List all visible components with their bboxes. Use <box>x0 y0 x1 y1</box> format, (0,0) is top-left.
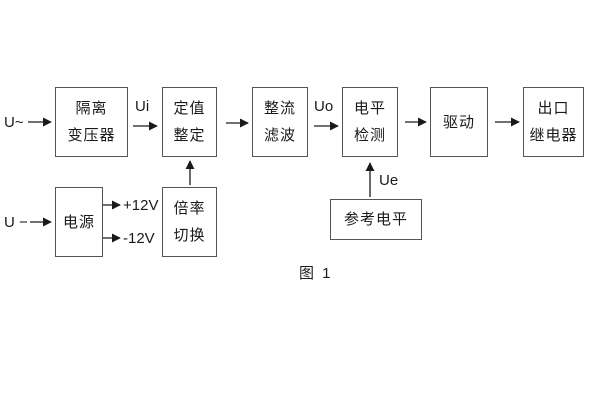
block-label: 出口 <box>537 99 570 117</box>
block-isolation-transformer: 隔离 变压器 <box>55 87 128 157</box>
label-dc-input: U − <box>4 214 28 231</box>
label-minus-12v: -12V <box>123 230 155 247</box>
figure-caption: 图 1 <box>299 265 333 282</box>
block-label: 电平 <box>353 99 386 117</box>
block-rectify-filter: 整流 滤波 <box>252 87 308 157</box>
block-label: 变压器 <box>67 127 116 145</box>
block-label: 继电器 <box>529 127 578 145</box>
block-reference-level: 参考电平 <box>330 199 422 240</box>
block-level-detect: 电平 检测 <box>342 87 398 157</box>
block-power-supply: 电源 <box>55 187 103 257</box>
label-plus-12v: +12V <box>123 197 159 214</box>
block-label: 滤波 <box>263 127 296 145</box>
block-drive: 驱动 <box>430 87 488 157</box>
block-label: 隔离 <box>75 99 108 117</box>
label-uo-signal: Uo <box>314 98 334 115</box>
block-label: 整流 <box>263 99 296 117</box>
label-ue-signal: Ue <box>379 172 399 189</box>
block-ratio-switch: 倍率 切换 <box>162 187 217 257</box>
block-label: 检测 <box>353 127 386 145</box>
block-label: 电源 <box>62 213 95 231</box>
block-output-relay: 出口 继电器 <box>523 87 584 157</box>
block-setting-adjust: 定值 整定 <box>162 87 217 157</box>
block-label: 整定 <box>173 127 206 145</box>
block-label: 定值 <box>173 99 206 117</box>
label-ui-signal: Ui <box>135 98 150 115</box>
label-ac-input: U~ <box>4 114 24 131</box>
block-label: 参考电平 <box>343 211 408 228</box>
block-label: 驱动 <box>442 113 475 131</box>
block-label: 切换 <box>173 227 206 245</box>
block-label: 倍率 <box>173 199 206 217</box>
